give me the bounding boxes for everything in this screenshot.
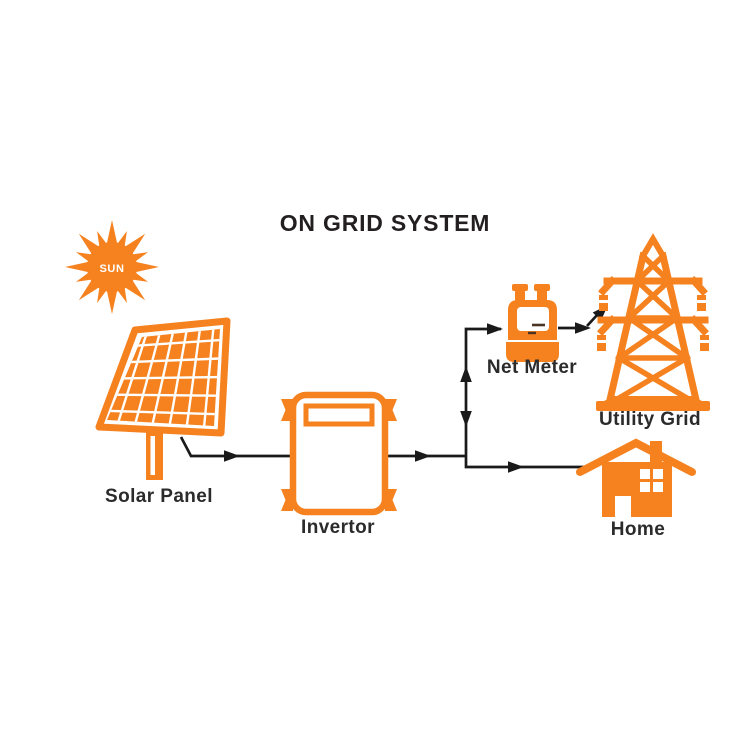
home-label: Home [611,519,665,540]
home-door [615,496,631,517]
panel-stand-stripe [150,436,155,475]
meter-terminal-left [515,288,525,302]
invertor-display [303,403,375,427]
solar-panel-icon [95,317,231,480]
tower-apex [638,233,668,261]
tower-base [596,401,710,411]
panel-grid-lines [107,329,220,426]
meter-lower-body [506,342,559,362]
sun-icon: SUN [65,220,159,314]
arrow-down-bidirectional [460,411,472,427]
home-roof [576,438,696,476]
sun-text: SUN [99,263,124,275]
tower-base-slope [602,396,704,402]
utility-grid-icon [596,233,710,411]
invertor-icon [281,391,397,516]
sun-disc [87,242,137,292]
invertor-label: Invertor [301,517,375,538]
home-icon [576,438,696,517]
meter-display [517,307,549,331]
arrow-up-bidirectional [460,366,472,382]
net-meter-icon [506,284,559,362]
arrow-to-net-meter [487,323,503,335]
meter-terminal-right [537,288,547,302]
flow-arrowheads [224,305,608,473]
arrow-to-invertor [224,450,240,462]
tower-arms [597,276,709,336]
line-panel-to-invertor [179,436,293,458]
page-title: ON GRID SYSTEM [280,210,491,236]
line-junction-meter-home [464,327,585,469]
invertor-brackets [281,399,397,511]
utility-grid-label: Utility Grid [599,409,701,430]
arrow-to-home [508,461,524,473]
solar-panel-label: Solar Panel [105,486,213,507]
net-meter-label: Net Meter [487,357,577,378]
line-meter-to-grid [586,313,599,327]
arrow-meter-out [575,322,591,334]
arrow-to-junction [415,450,431,462]
tower-insulators [597,295,709,351]
